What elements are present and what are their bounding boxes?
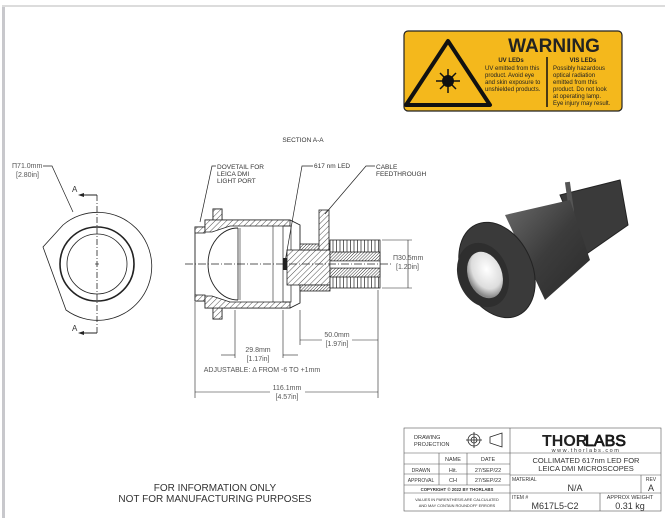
- heatsink-length-dim-in: [1.97in]: [326, 341, 349, 348]
- section-view: SECTION A-A DOVETAIL FOR LEICA DMI LIGHT…: [185, 137, 427, 401]
- vis-text: emitted from this: [553, 80, 597, 86]
- logo-labs: LABS: [585, 433, 626, 450]
- notice-line: NOT FOR MANUFACTURING PURPOSES: [118, 494, 311, 505]
- drawn-name: Hit.: [449, 468, 458, 474]
- values-note: VALUES IN PARENTHESIS ARE CALCULATED: [415, 497, 499, 502]
- dovetail-callout: LIGHT PORT: [217, 178, 256, 185]
- led-holder: [286, 249, 331, 286]
- drawing-projection-label: PROJECTION: [414, 442, 449, 448]
- dovetail-callout: LEICA DMI: [217, 171, 249, 178]
- vis-text: optical radiation: [553, 73, 595, 79]
- approval-label: APPROVAL: [408, 478, 435, 484]
- total-length-dim-in: [4.57in]: [276, 394, 299, 401]
- page-border-left: [2, 5, 5, 518]
- col-name: NAME: [445, 457, 461, 463]
- drawing-projection-label: DRAWING: [414, 435, 440, 441]
- radiation-warning-icon: [404, 39, 492, 107]
- item-number: M617L5-C2: [531, 501, 578, 511]
- front-outline: [42, 211, 153, 321]
- cable-callout: FEEDTHROUGH: [376, 171, 427, 178]
- product-render: [456, 179, 629, 319]
- values-note: AND MAY CONTAIN ROUNDOFF ERRORS: [419, 503, 496, 508]
- heatsink-length-dim: 50.0mm: [324, 332, 349, 339]
- adjust-dim: 29.8mm: [245, 347, 270, 354]
- third-angle-projection-icon: [466, 432, 503, 448]
- adjustable-note: ADJUSTABLE: Δ FROM -6 TO +1mm: [204, 367, 321, 374]
- material-value: N/A: [567, 483, 582, 493]
- cable-feedthrough: [318, 209, 330, 251]
- vis-heading: VIS LEDs: [570, 58, 597, 64]
- rev-value: A: [648, 483, 654, 493]
- heatsink-dia-dim-in: [1.20in]: [396, 264, 419, 271]
- diameter-dim: Π71.0mm: [12, 163, 43, 170]
- cable-callout: CABLE: [376, 164, 398, 171]
- section-marker-bottom: A: [72, 324, 78, 333]
- weight-label: APPROX WEIGHT: [607, 495, 654, 501]
- approval-date: 27/SEP/22: [475, 478, 501, 484]
- col-date: DATE: [481, 457, 496, 463]
- led-callout: 617 nm LED: [314, 163, 350, 170]
- copyright: COPYRIGHT © 2022 BY THORLABS: [421, 487, 494, 492]
- front-view: A A Π71.0mm [2.80in]: [12, 163, 153, 335]
- page-border-top: [2, 5, 665, 7]
- uv-heading: UV LEDs: [498, 58, 524, 64]
- item-label: ITEM #: [512, 495, 528, 501]
- dovetail-callout: DOVETAIL FOR: [217, 164, 264, 171]
- vis-text: Eye injury may result.: [553, 101, 611, 107]
- thorlabs-logo: THOR LABS www.thorlabs.com: [542, 433, 626, 454]
- drawing-title: LEICA DMI MICROSCOPES: [538, 464, 633, 473]
- weight-value: 0.31 kg: [615, 501, 645, 511]
- warning-label: WARNING UV LEDs UV emitted from this pro…: [403, 30, 623, 112]
- diameter-dim-in: [2.80in]: [16, 172, 39, 179]
- website: www.thorlabs.com: [551, 448, 621, 454]
- material-label: MATERIAL: [512, 477, 537, 483]
- vis-text: product. Do not look: [553, 87, 608, 93]
- section-title: SECTION A-A: [282, 137, 324, 144]
- logo-thor: THOR: [542, 433, 588, 450]
- led-chip: [283, 258, 287, 270]
- approval-name: CH: [449, 478, 457, 484]
- uv-text: UV emitted from this: [485, 66, 539, 72]
- section-marker-top: A: [72, 185, 78, 194]
- notice-line: FOR INFORMATION ONLY: [154, 483, 277, 494]
- total-length-dim: 116.1mm: [273, 385, 302, 392]
- drawing-title: COLLIMATED 617nm LED FOR: [533, 456, 641, 465]
- title-block: [403, 427, 662, 512]
- warning-title: WARNING: [508, 36, 600, 57]
- vis-text: Possibly hazardous: [553, 66, 605, 72]
- adjust-dim-in: [1.17in]: [247, 356, 270, 363]
- drawn-date: 27/SEP/22: [475, 468, 501, 474]
- warning-background: [403, 30, 623, 112]
- rev-label: REV: [646, 477, 657, 483]
- uv-text: product. Avoid eye: [485, 73, 535, 79]
- uv-text: unshielded products.: [485, 87, 541, 93]
- diameter-leader: [43, 165, 74, 213]
- front-inner-ring: [59, 226, 135, 302]
- uv-text: and skin exposure to: [485, 80, 541, 86]
- drawn-label: DRAWN: [412, 468, 431, 474]
- vis-text: at operating lamp.: [553, 94, 601, 100]
- heatsink-dia-dim: Π30.5mm: [393, 255, 424, 262]
